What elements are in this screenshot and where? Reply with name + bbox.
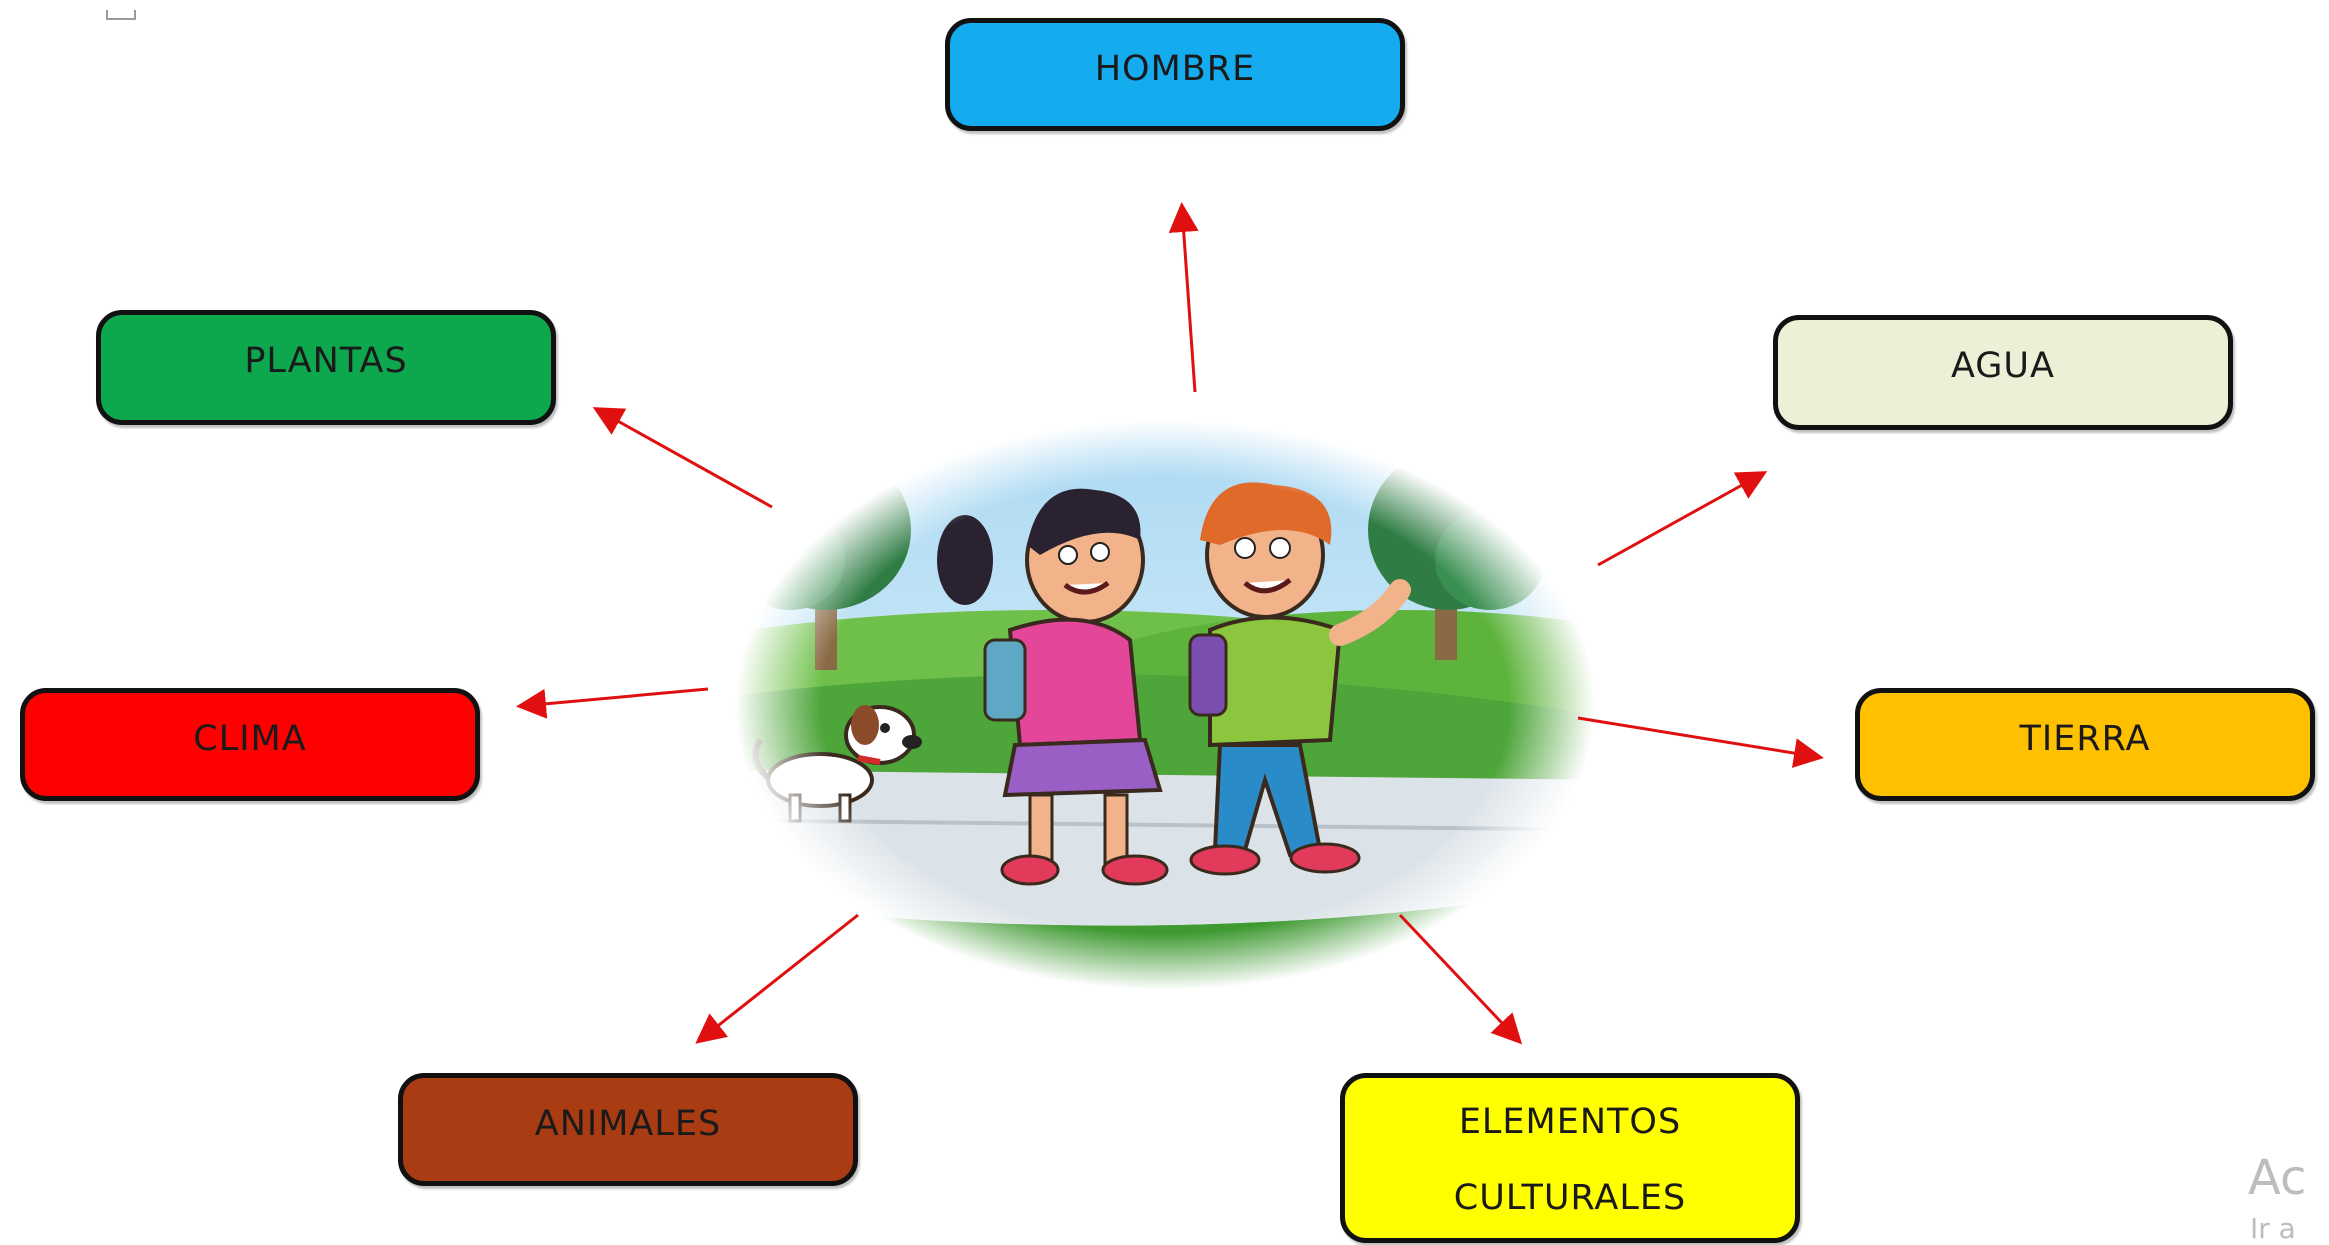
grass-front <box>700 880 1630 1020</box>
node-elementos-culturales: ELEMENTOS CULTURALES <box>1340 1073 1800 1243</box>
activation-watermark-subtext: Ir a <box>2250 1212 2296 1245</box>
node-agua: AGUA <box>1773 315 2233 430</box>
arrow-to-hombre <box>1168 202 1199 393</box>
arrow-to-animales <box>695 913 859 1044</box>
node-plantas: PLANTAS <box>96 310 556 425</box>
arrow-to-plantas <box>592 407 773 509</box>
node-tierra: TIERRA <box>1855 688 2315 801</box>
node-label: AGUA <box>1950 346 2055 386</box>
arrow-to-tierra <box>1577 716 1824 768</box>
activation-watermark: Ac <box>2248 1150 2307 1206</box>
arrow-to-cultura <box>1398 913 1523 1045</box>
arrow-to-clima <box>516 687 709 719</box>
node-label: HOMBRE <box>1094 49 1256 89</box>
node-label-line-2: CULTURALES <box>1453 1178 1687 1218</box>
tree-crown <box>1435 510 1545 610</box>
boy <box>1188 482 1411 876</box>
node-hombre: HOMBRE <box>945 18 1405 131</box>
dog <box>752 705 922 823</box>
arrow-to-agua <box>1597 471 1768 567</box>
node-label: TIERRA <box>2019 719 2151 759</box>
node-clima: CLIMA <box>20 688 480 801</box>
node-label: PLANTAS <box>244 341 408 381</box>
sidewalk <box>700 770 1630 926</box>
girl <box>937 488 1169 886</box>
node-label-line-1: ELEMENTOS <box>1458 1102 1682 1142</box>
node-animales: ANIMALES <box>398 1073 858 1186</box>
tree-crown <box>735 510 845 610</box>
corner-marker <box>106 10 136 20</box>
node-label: ANIMALES <box>534 1104 722 1144</box>
node-label: CLIMA <box>193 719 307 759</box>
